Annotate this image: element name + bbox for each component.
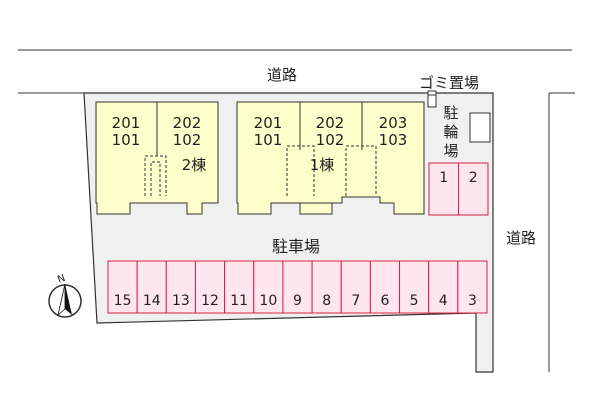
road-label-top: 道路: [267, 66, 297, 84]
parking-space-number: 4: [439, 293, 448, 309]
building-1: [236, 101, 425, 215]
garbage-label: ゴミ置場: [419, 74, 479, 92]
parking-space-group: 15 14 13 12 11 10 9 8 7 6 5 4 3: [107, 260, 488, 314]
parking-space-number: 8: [322, 293, 331, 309]
parking-space: [253, 260, 284, 314]
unit-number: 202: [173, 114, 202, 132]
parking-space: [165, 260, 196, 314]
parking-space-number: 15: [114, 293, 132, 309]
unit-number: 101: [112, 131, 141, 149]
parking-space-number: 6: [380, 293, 389, 309]
building-name: 2棟: [182, 156, 207, 174]
bicycle-label-char-1: 駐: [443, 104, 458, 122]
unit-number: 201: [254, 114, 283, 132]
parking-space: [311, 260, 342, 314]
parking-space: [428, 260, 459, 314]
building-2: [95, 101, 219, 215]
road-label-right: 道路: [506, 229, 536, 247]
parking-space-number: 14: [143, 293, 161, 309]
unit-number: 103: [379, 131, 408, 149]
parking-space-number: 5: [410, 293, 419, 309]
parking-space-number: 12: [201, 293, 219, 309]
parking-space: [194, 260, 226, 314]
bicycle-label-char-3: 場: [443, 142, 458, 160]
unit-number: 201: [112, 114, 141, 132]
unit-number: 102: [173, 131, 202, 149]
parking-space: [282, 260, 313, 314]
parking-space-number: 10: [259, 293, 277, 309]
parking-space: [224, 260, 255, 314]
north-compass: N: [48, 273, 82, 318]
building-name: 1棟: [310, 156, 335, 174]
unit-number: 202: [316, 114, 345, 132]
unit-number: 101: [254, 131, 283, 149]
unit-number: 203: [379, 114, 408, 132]
north-label: N: [56, 273, 67, 286]
parking-space-number: 9: [293, 293, 302, 309]
parking-space-number: 3: [468, 293, 477, 309]
bicycle-shed: [469, 112, 491, 143]
parking-space-number: 7: [351, 293, 360, 309]
unit-number: 102: [316, 131, 345, 149]
garbage-area-mark: [427, 90, 437, 108]
parking-label: 駐車場: [272, 237, 320, 256]
parking-space-number: 11: [230, 293, 248, 309]
parking-space-number: 13: [172, 293, 190, 309]
bike-space-number: 2: [469, 170, 478, 186]
bike-space: [458, 162, 489, 216]
bike-space-number: 1: [439, 170, 448, 186]
parking-space: [457, 260, 488, 314]
bicycle-label-char-2: 輪: [443, 123, 458, 141]
